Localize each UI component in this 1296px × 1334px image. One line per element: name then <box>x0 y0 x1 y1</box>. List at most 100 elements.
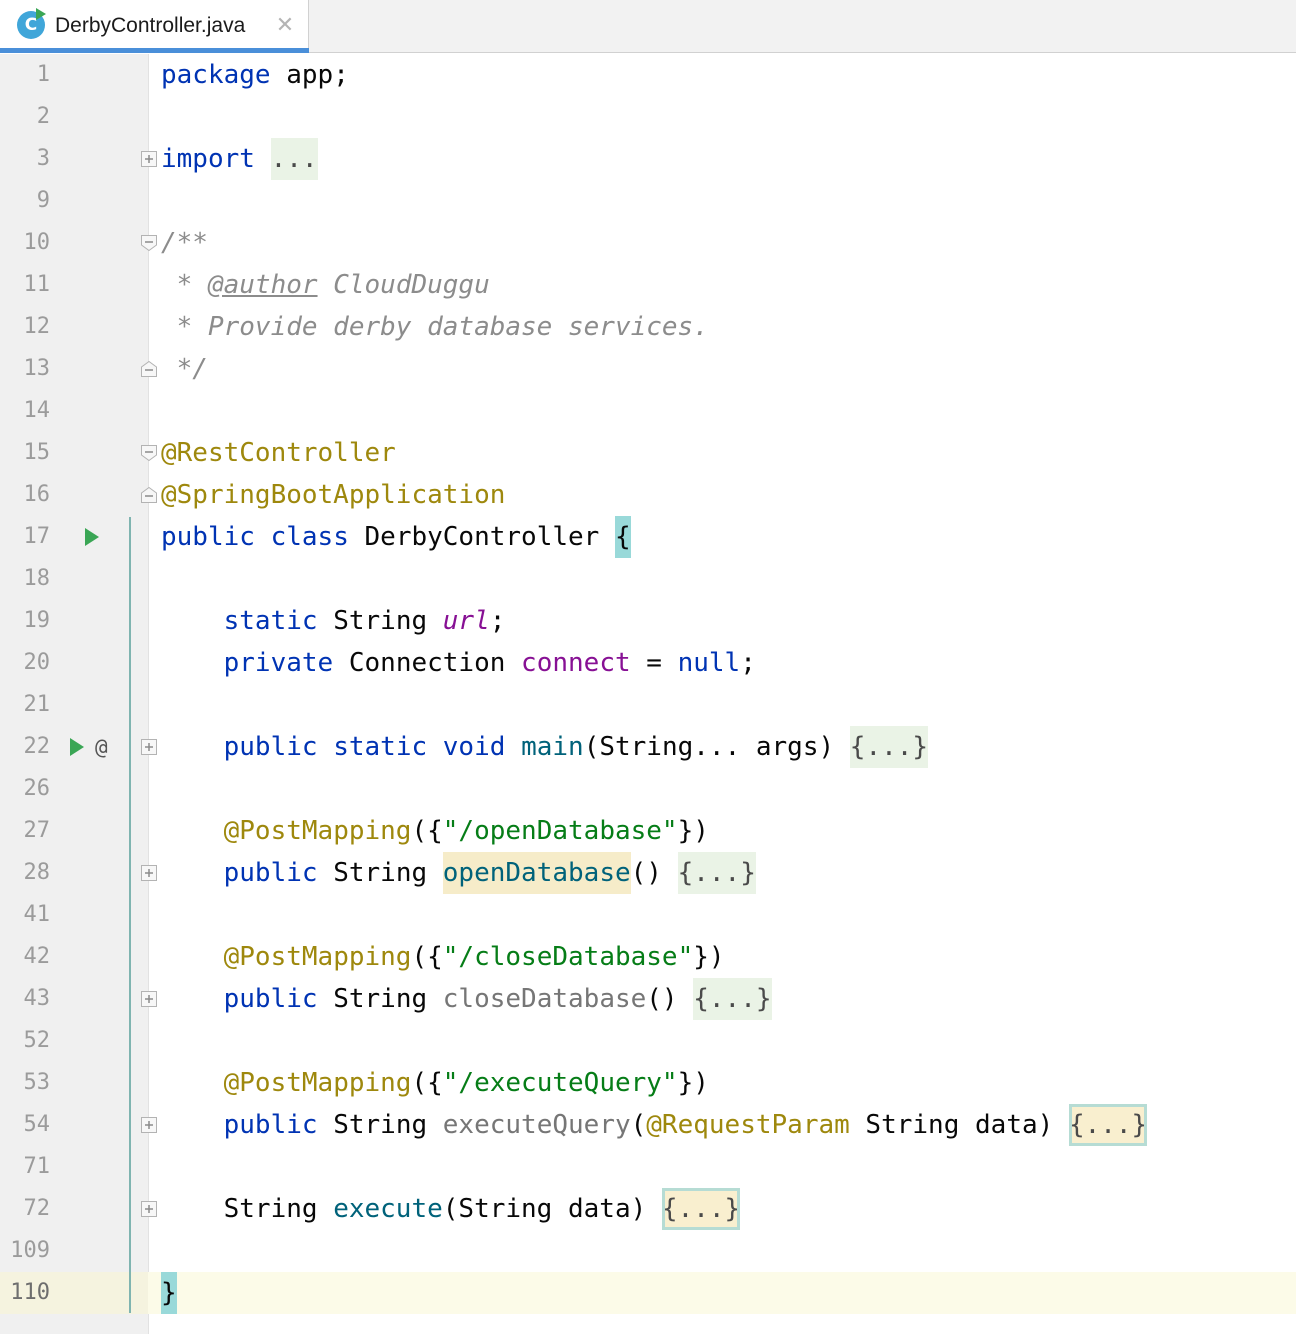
run-icon[interactable] <box>85 528 99 546</box>
annotation-marker-icon[interactable]: @ <box>95 735 108 759</box>
fold-expand-icon[interactable] <box>141 865 157 881</box>
code-token: }) <box>677 1068 709 1098</box>
line-number: 43 <box>23 986 51 1011</box>
code-token: execute <box>333 1194 443 1224</box>
code-line[interactable]: 20 private Connection connect = null; <box>0 642 1296 684</box>
code-line[interactable]: 42 @PostMapping({"/closeDatabase"}) <box>0 936 1296 978</box>
code-token <box>505 732 521 762</box>
code-line[interactable]: 21 <box>0 684 1296 726</box>
line-number: 26 <box>23 776 51 801</box>
fold-collapse-icon[interactable] <box>141 445 157 461</box>
code-text: public String closeDatabase() {...} <box>161 978 772 1020</box>
code-line[interactable]: 26 <box>0 768 1296 810</box>
code-text: @PostMapping({"/executeQuery"}) <box>161 1062 709 1104</box>
code-token: @author <box>207 270 318 300</box>
code-line[interactable]: 16@SpringBootApplication <box>0 474 1296 516</box>
code-line[interactable]: 72 String execute(String data) {...} <box>0 1188 1296 1230</box>
code-token <box>161 816 224 846</box>
code-line[interactable]: 2 <box>0 96 1296 138</box>
code-token: * Provide derby database services. <box>161 312 709 342</box>
fold-collapse-icon[interactable] <box>141 361 157 377</box>
current-line-gutter-highlight <box>0 1272 148 1314</box>
code-token: () <box>646 984 694 1014</box>
code-line[interactable]: 18 <box>0 558 1296 600</box>
code-line[interactable]: 28 public String openDatabase() {...} <box>0 852 1296 894</box>
code-line[interactable]: 54 public String executeQuery(@RequestPa… <box>0 1104 1296 1146</box>
code-line[interactable]: 41 <box>0 894 1296 936</box>
code-token: public <box>223 858 318 888</box>
fold-expand-icon[interactable] <box>141 151 157 167</box>
line-number: 10 <box>23 230 51 255</box>
folded-code-block[interactable]: {...} <box>677 852 756 894</box>
code-line[interactable]: 43 public String closeDatabase() {...} <box>0 978 1296 1020</box>
code-token: "/openDatabase" <box>442 816 678 846</box>
code-line[interactable]: 109 <box>0 1230 1296 1272</box>
close-icon[interactable]: ✕ <box>275 13 295 38</box>
code-text: static String url; <box>161 600 506 642</box>
code-token <box>255 144 271 174</box>
code-line[interactable]: 22@ public static void main(String... ar… <box>0 726 1296 768</box>
code-token: }) <box>693 942 725 972</box>
line-number: 21 <box>23 692 51 717</box>
fold-expand-icon[interactable] <box>141 991 157 1007</box>
code-token: @RequestParam <box>646 1110 850 1140</box>
code-token: "/executeQuery" <box>442 1068 678 1098</box>
code-text: @PostMapping({"/closeDatabase"}) <box>161 936 725 978</box>
code-line[interactable]: 9 <box>0 180 1296 222</box>
line-number: 2 <box>36 104 50 129</box>
code-token: @PostMapping <box>223 1068 412 1098</box>
code-token <box>161 648 224 678</box>
code-token: null <box>677 648 741 678</box>
code-token: app; <box>270 60 349 90</box>
run-icon[interactable] <box>70 738 84 756</box>
folded-code-block[interactable]: {...} <box>849 726 929 768</box>
code-line[interactable]: 19 static String url; <box>0 600 1296 642</box>
code-text: public class DerbyController { <box>161 516 631 558</box>
code-line[interactable]: 11 * @author CloudDuggu <box>0 264 1296 306</box>
tab-derby-controller[interactable]: C DerbyController.java ✕ <box>0 0 309 53</box>
fold-expand-icon[interactable] <box>141 739 157 755</box>
code-token: { <box>614 516 631 558</box>
code-token <box>161 606 224 636</box>
folded-code-block[interactable]: {...} <box>1068 1104 1148 1146</box>
code-line[interactable]: 17 public class DerbyController { <box>0 516 1296 558</box>
code-token <box>318 732 334 762</box>
line-number: 110 <box>10 1280 50 1305</box>
code-line[interactable]: 12 * Provide derby database services. <box>0 306 1296 348</box>
line-number: 17 <box>23 524 51 549</box>
code-line[interactable]: 13 */ <box>0 348 1296 390</box>
folded-code-block[interactable]: {...} <box>693 978 772 1020</box>
line-number: 71 <box>23 1154 51 1179</box>
fold-expand-icon[interactable] <box>141 1117 157 1133</box>
code-token: @SpringBootApplication <box>161 480 506 510</box>
active-tab-indicator <box>0 48 309 53</box>
folded-code-block[interactable]: {...} <box>661 1188 741 1230</box>
code-line[interactable]: 52 <box>0 1020 1296 1062</box>
code-token: String <box>161 1194 334 1224</box>
code-line[interactable]: 10/** <box>0 222 1296 264</box>
line-number: 9 <box>36 188 50 213</box>
code-token: public <box>161 522 255 552</box>
code-line[interactable]: 27 @PostMapping({"/openDatabase"}) <box>0 810 1296 852</box>
code-line[interactable]: 71 <box>0 1146 1296 1188</box>
folded-code-block[interactable]: ... <box>270 138 318 180</box>
code-line[interactable]: 14 <box>0 390 1296 432</box>
code-token <box>255 522 271 552</box>
line-number: 14 <box>23 398 51 423</box>
code-token: public <box>223 984 318 1014</box>
code-text: */ <box>161 348 208 390</box>
code-token: ( <box>630 1110 647 1140</box>
fold-expand-icon[interactable] <box>141 1201 157 1217</box>
code-text: public String openDatabase() {...} <box>161 852 756 894</box>
fold-collapse-icon[interactable] <box>141 487 157 503</box>
code-line[interactable]: 15@RestController <box>0 432 1296 474</box>
code-line[interactable]: 53 @PostMapping({"/executeQuery"}) <box>0 1062 1296 1104</box>
code-line[interactable]: 110} <box>0 1272 1296 1314</box>
code-token: void <box>442 732 506 762</box>
code-token: DerbyController <box>348 522 615 552</box>
line-number: 28 <box>23 860 51 885</box>
fold-collapse-icon[interactable] <box>141 235 157 251</box>
code-token <box>427 732 443 762</box>
